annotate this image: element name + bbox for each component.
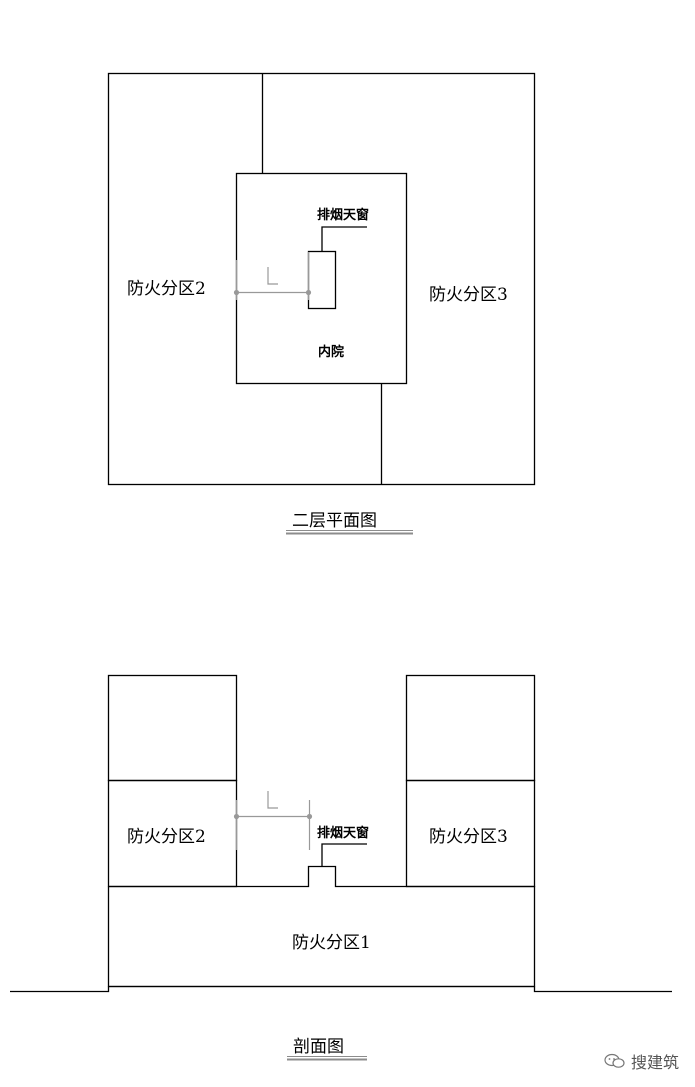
section-title-underline [287, 1056, 367, 1061]
floor-plan [107, 72, 536, 486]
plan-zone-3-label: 防火分区3 [429, 285, 508, 305]
watermark: 搜建筑 [604, 1049, 679, 1073]
section-zone-2-label: 防火分区2 [127, 827, 206, 847]
plan-title: 二层平面图 [292, 511, 377, 531]
watermark-text: 搜建筑 [630, 1053, 679, 1072]
section-ground-left [10, 986, 110, 993]
section-smoke-window-label: 排烟天窗 [317, 825, 369, 841]
section-smoke-window-leader [321, 843, 367, 867]
section-left-tower-upper [107, 674, 238, 782]
plan-courtyard-label: 内院 [318, 344, 344, 360]
section-base-block [107, 865, 536, 988]
section-right-tower-upper [405, 674, 536, 782]
wechat-icon [604, 1053, 625, 1068]
plan-zone-2-label: 防火分区2 [127, 279, 206, 299]
plan-outer-wall [107, 72, 536, 486]
plan-title-underline [286, 530, 413, 535]
plan-smoke-window-label: 排烟天窗 [317, 207, 369, 223]
section-ground-right [533, 986, 672, 993]
section-zone-3-label: 防火分区3 [429, 827, 508, 847]
plan-smoke-window-leader [321, 226, 367, 252]
section-dimension [233, 791, 313, 850]
section-title: 剖面图 [293, 1037, 344, 1057]
plan-dimension [233, 252, 312, 300]
section-zone-1-label: 防火分区1 [292, 933, 371, 953]
plan-smoke-window [307, 250, 337, 310]
